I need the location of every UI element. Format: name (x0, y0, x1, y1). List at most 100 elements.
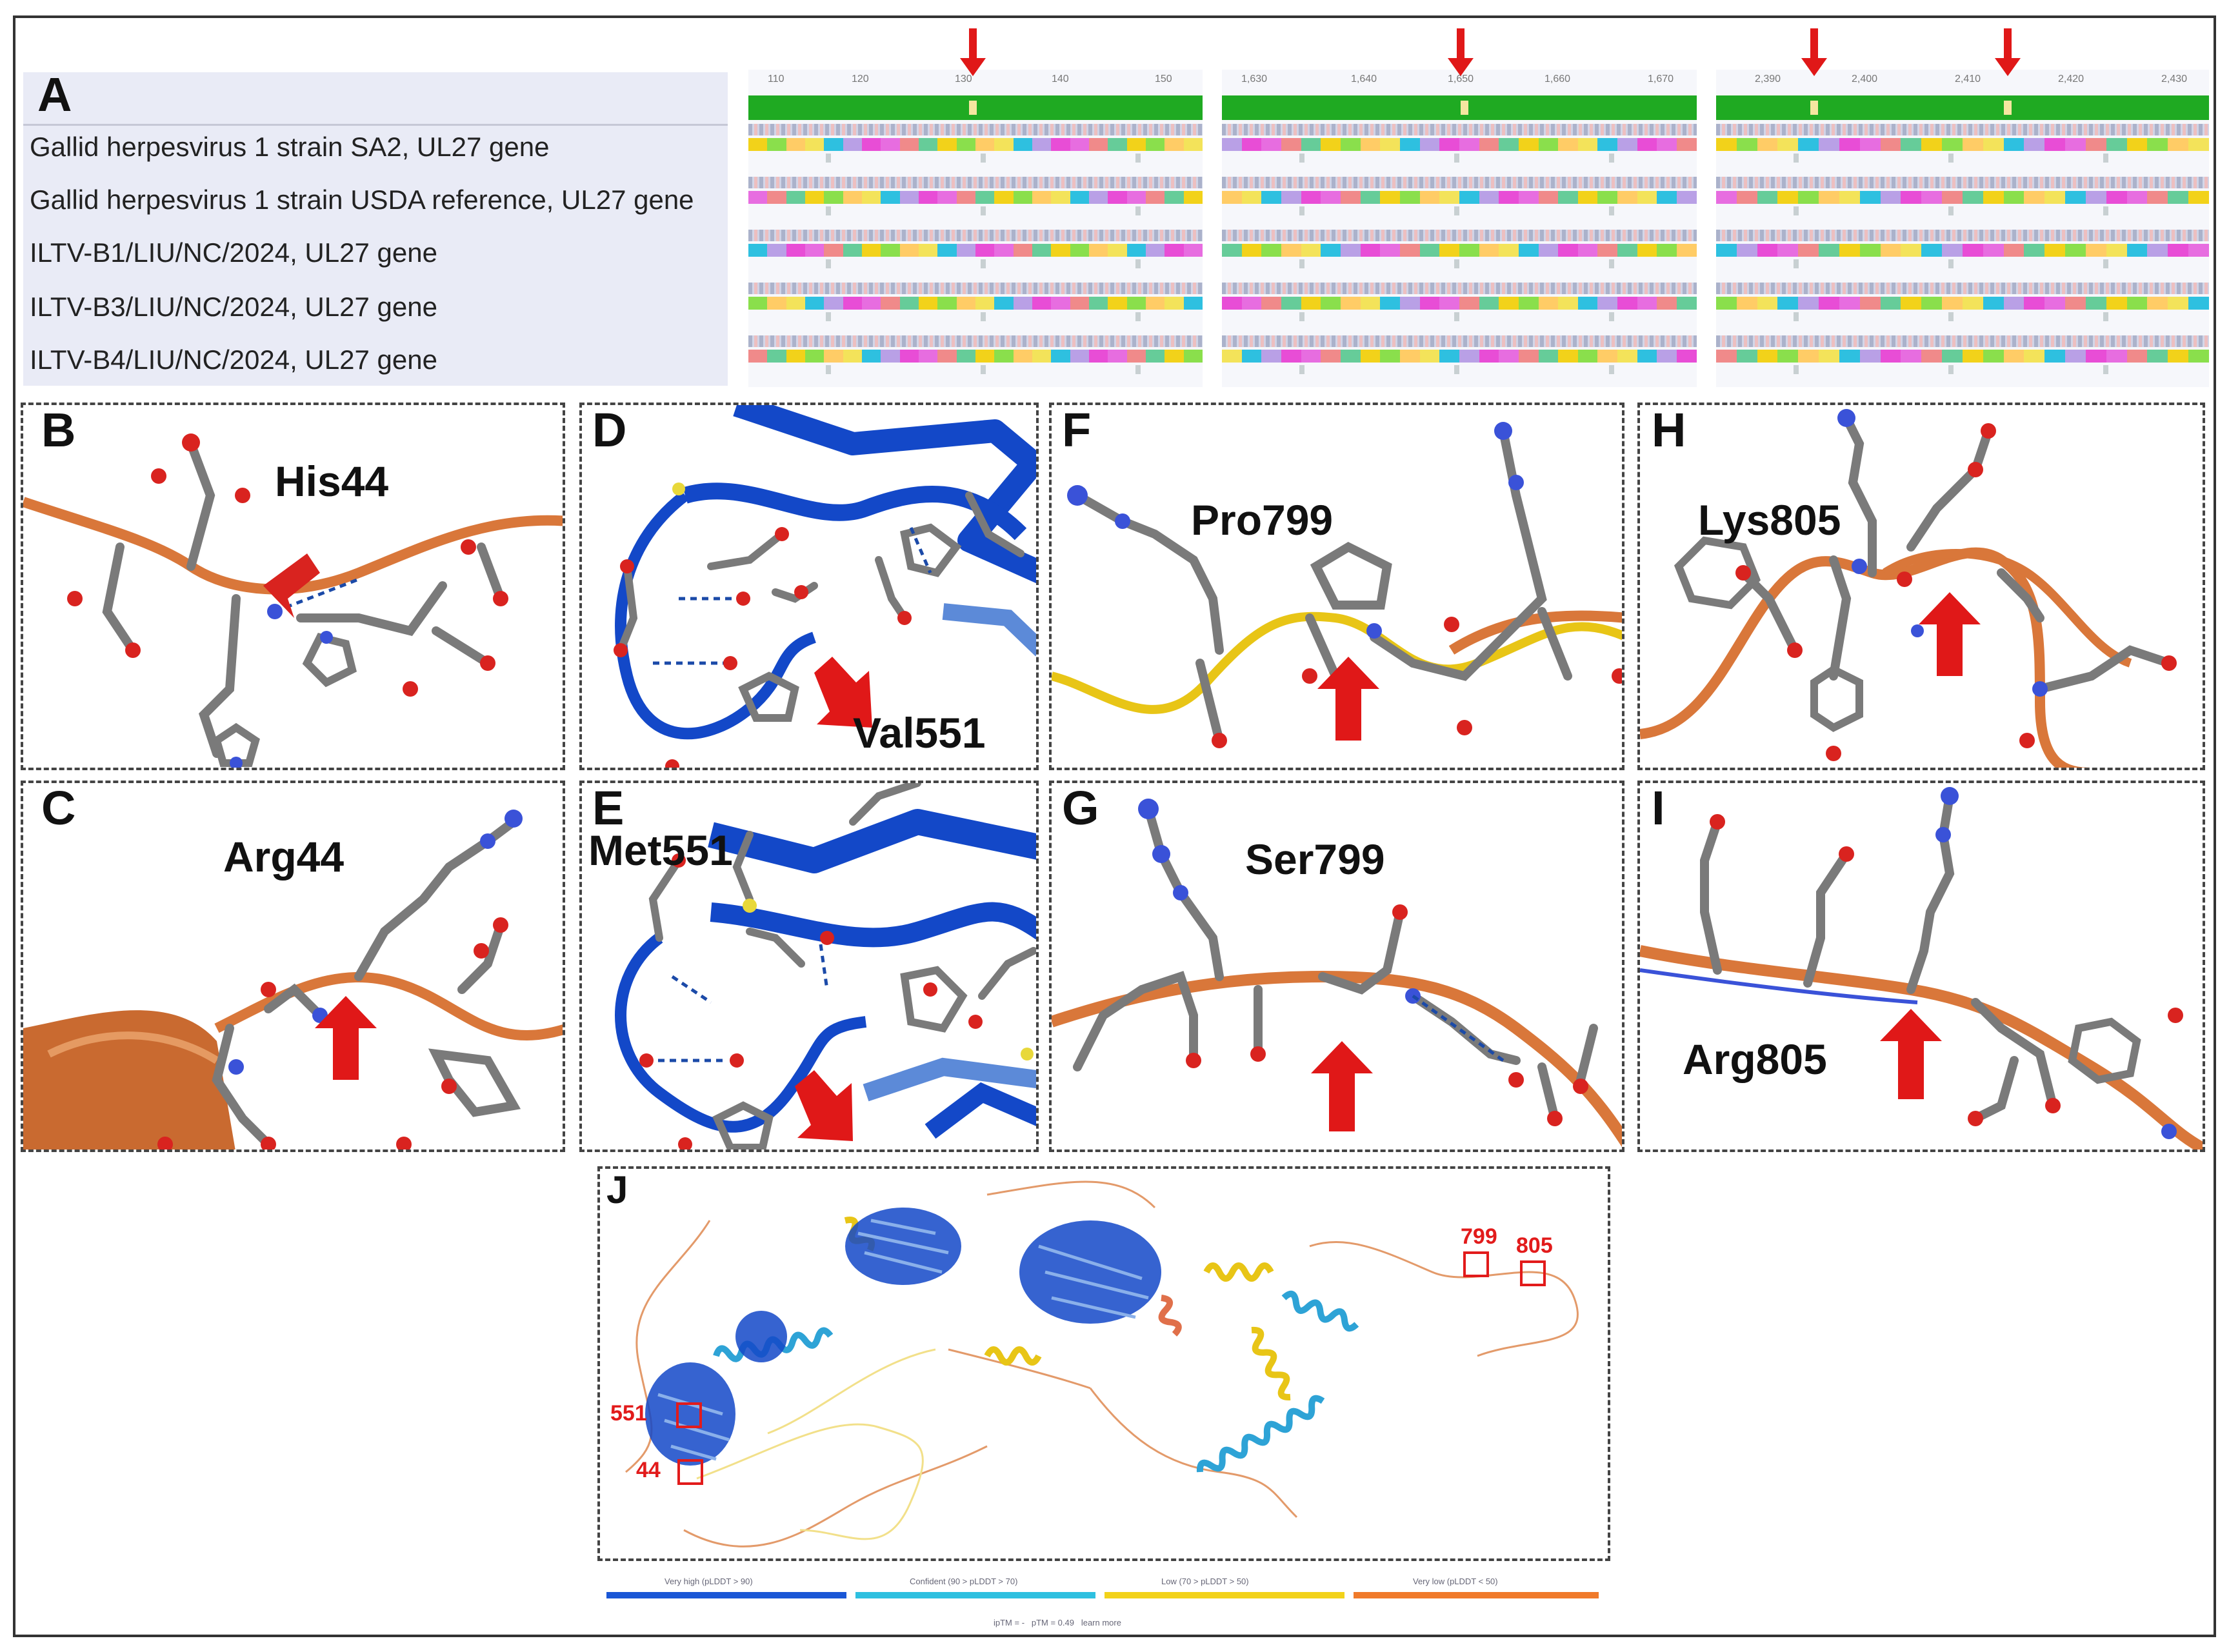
amino-acid-cell (1637, 244, 1657, 257)
amino-acid-cell (1983, 244, 2004, 257)
amino-acid-cell (805, 244, 825, 257)
amino-acid-cell (1558, 191, 1578, 204)
amino-acid-cell (1419, 191, 1440, 204)
amino-acid-cell (1880, 350, 1901, 363)
amino-acid-cell (1108, 244, 1127, 257)
sequence-label: ILTV-B3/LIU/NC/2024, UL27 gene (30, 292, 437, 322)
legend-bar-low (1105, 1592, 1344, 1598)
amino-acid-cell (2024, 138, 2045, 151)
legend-text: Low (70 > pLDDT > 50) (1161, 1577, 1249, 1586)
amino-acid-cell (1419, 244, 1440, 257)
amino-acid-cell (1859, 350, 1881, 363)
sequence-row (1716, 124, 2209, 172)
ruler-tick: 130 (955, 74, 972, 85)
amino-acid-cell (1088, 350, 1108, 363)
amino-acid-cell (1736, 138, 1757, 151)
amino-acid-cell (1518, 350, 1539, 363)
amino-acid-cell (1108, 297, 1127, 310)
amino-acid-cell (2126, 138, 2148, 151)
sequence-row (748, 230, 1203, 277)
amino-acid-cell (1538, 297, 1559, 310)
site-label-799: 799 (1461, 1224, 1497, 1249)
amino-acid-cell (1716, 297, 1737, 310)
amino-acid-cell (1126, 350, 1146, 363)
amino-acid-cell (1241, 244, 1262, 257)
amino-acid-cell (1222, 244, 1242, 257)
amino-acid-cell (2044, 138, 2066, 151)
amino-acid-cell (1942, 350, 1963, 363)
amino-acid-cell (1360, 191, 1381, 204)
panel-letter-g: G (1062, 781, 1099, 835)
amino-acid-cell (1261, 244, 1281, 257)
amino-acid-cell (1032, 350, 1052, 363)
amino-acid-cell (1281, 350, 1301, 363)
amino-acid-cell (1499, 138, 1519, 151)
amino-acid-cell (861, 350, 881, 363)
amino-acid-cell (1013, 297, 1032, 310)
amino-acid-cell (1108, 138, 1127, 151)
amino-acid-cell (748, 138, 768, 151)
amino-acid-cell (1222, 191, 1242, 204)
amino-acid-cell (1518, 138, 1539, 151)
amino-acid-cell (1757, 350, 1778, 363)
amino-acid-cell (1901, 138, 1922, 151)
amino-acid-cell (1617, 138, 1637, 151)
amino-acid-cell (1558, 138, 1578, 151)
panel-i: Arg805 (1637, 781, 2205, 1152)
amino-acid-cell (881, 297, 900, 310)
amino-acid-cell (2003, 191, 2024, 204)
amino-acid-cell (1222, 138, 1242, 151)
amino-acid-cell (1962, 297, 1983, 310)
amino-acid-cell (1164, 191, 1184, 204)
amino-acid-cell (1921, 191, 1943, 204)
amino-acid-cell (956, 138, 975, 151)
amino-acid-cell (1380, 297, 1400, 310)
amino-acid-cell (1088, 191, 1108, 204)
panel-e: Met551 (579, 781, 1039, 1152)
amino-acid-cell (1839, 297, 1860, 310)
amino-acid-cell (1222, 297, 1242, 310)
amino-acid-cell (2126, 191, 2148, 204)
sequence-label: ILTV-B4/LIU/NC/2024, UL27 gene (30, 344, 437, 375)
amino-acid-cell (2085, 350, 2106, 363)
amino-acid-cell (1839, 138, 1860, 151)
amino-acid-cell (1637, 138, 1657, 151)
amino-acid-cell (2065, 191, 2086, 204)
amino-acid-cell (1380, 350, 1400, 363)
amino-acid-cell (956, 191, 975, 204)
position-ruler: 110 120 130 140 150 (748, 70, 1203, 93)
amino-acid-cell (1657, 244, 1677, 257)
amino-acid-cell (1164, 244, 1184, 257)
amino-acid-cell (2188, 138, 2209, 151)
amino-acid-cell (1439, 138, 1459, 151)
amino-acid-cell (1901, 350, 1922, 363)
amino-acid-cell (1126, 244, 1146, 257)
amino-acid-cell (1261, 191, 1281, 204)
amino-acid-cell (1716, 244, 1737, 257)
amino-acid-cell (1716, 191, 1737, 204)
amino-acid-cell (1538, 350, 1559, 363)
amino-acid-cell (1597, 350, 1618, 363)
legend-footer: ipTM = - pTM = 0.49 learn more (994, 1618, 1121, 1627)
sequence-row (748, 124, 1203, 172)
ruler-tick: 140 (1052, 74, 1069, 85)
amino-acid-cell (1360, 350, 1381, 363)
legend-bar-confident (855, 1592, 1095, 1598)
ruler-tick: 2,400 (1852, 74, 1878, 85)
amino-acid-cell (881, 191, 900, 204)
amino-acid-cell (2188, 244, 2209, 257)
position-ruler: 2,390 2,400 2,410 2,420 2,430 (1716, 70, 2209, 93)
amino-acid-cell (1942, 297, 1963, 310)
amino-acid-cell (1657, 191, 1677, 204)
amino-acid-cell (1164, 350, 1184, 363)
amino-acid-cell (1281, 297, 1301, 310)
amino-acid-cell (1321, 350, 1341, 363)
amino-acid-cell (1839, 350, 1860, 363)
amino-acid-cell (2065, 297, 2086, 310)
amino-acid-cell (2044, 350, 2066, 363)
amino-acid-cell (2085, 297, 2106, 310)
residue-label: Arg805 (1683, 1035, 1827, 1083)
amino-acid-cell (1340, 138, 1361, 151)
panel-b: His44 (21, 403, 565, 770)
amino-acid-cell (1281, 244, 1301, 257)
